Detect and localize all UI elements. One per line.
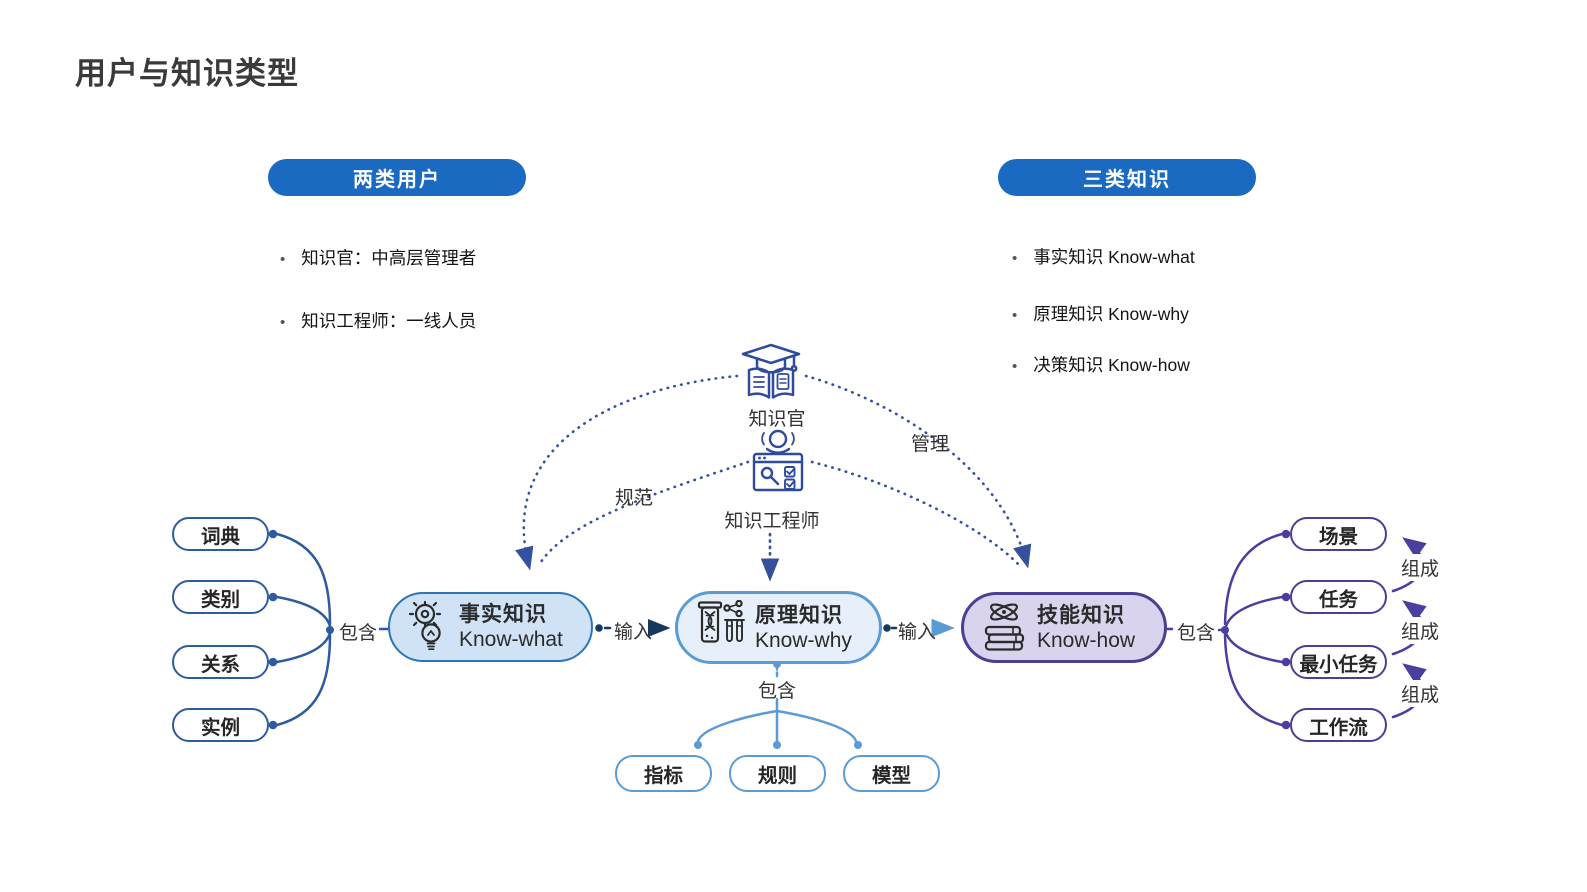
knowledge-bullet-how: 决策知识 Know-how — [1012, 352, 1190, 377]
node-know-what: 事实知识 Know-what — [388, 592, 593, 662]
user-bullet-engineer: 知识工程师：一线人员 — [280, 308, 476, 333]
users-header-label: 两类用户 — [353, 169, 441, 191]
pill-instance: 实例 — [172, 708, 269, 742]
pill-indicator: 指标 — [615, 755, 712, 792]
pill-task: 任务 — [1290, 580, 1387, 614]
page-title: 用户与知识类型 — [75, 56, 299, 91]
know-how-zh: 技能知识 — [1037, 603, 1125, 627]
know-what-zh: 事实知识 — [459, 603, 547, 626]
compose-label-1: 组成 — [1396, 554, 1444, 581]
pill-category: 类别 — [172, 580, 269, 614]
node-know-why: 原理知识 Know-why — [675, 591, 882, 664]
contain-label-left: 包含 — [338, 623, 377, 644]
input-label-1: 输入 — [613, 622, 652, 643]
pill-rule: 规则 — [729, 755, 826, 792]
compose-label-2: 组成 — [1396, 617, 1444, 644]
pill-model: 模型 — [843, 755, 940, 792]
left-contain-fan — [275, 532, 391, 727]
contain-label-bottom: 包含 — [757, 681, 796, 702]
left-fan-dots — [268, 529, 334, 730]
right-fan-dots — [1221, 529, 1291, 730]
knowledge-header-pill: 三类知识 — [998, 159, 1256, 196]
input-connector-1 — [595, 619, 671, 637]
node-know-how: 技能知识 Know-how — [961, 592, 1167, 663]
pill-relation: 关系 — [172, 645, 269, 679]
atom-books-icon — [980, 599, 1028, 656]
pill-scene: 场景 — [1290, 517, 1387, 551]
pill-min-task: 最小任务 — [1290, 645, 1387, 679]
right-contain-fan — [1158, 532, 1284, 727]
user-bullet-officer: 知识官：中高层管理者 — [280, 245, 476, 270]
know-how-en: Know-how — [1037, 628, 1136, 652]
engineer-screen-icon — [748, 428, 808, 501]
know-what-en: Know-what — [459, 628, 563, 651]
standardize-arcs — [515, 374, 750, 571]
manage-arcs — [804, 374, 1032, 569]
input-label-2: 输入 — [897, 622, 936, 643]
manage-label: 管理 — [910, 434, 949, 455]
pill-workflow: 工作流 — [1290, 708, 1387, 742]
knowledge-bullet-why: 原理知识 Know-why — [1012, 301, 1189, 326]
knowledge-header-label: 三类知识 — [1083, 169, 1171, 191]
contain-label-right: 包含 — [1176, 623, 1215, 644]
knowledge-bullet-what: 事实知识 Know-what — [1012, 244, 1194, 269]
users-header-pill: 两类用户 — [268, 159, 526, 196]
compose-label-3: 组成 — [1396, 680, 1444, 707]
gear-lightbulb-icon — [406, 600, 450, 655]
know-why-zh: 原理知识 — [755, 603, 843, 627]
pill-dictionary: 词典 — [172, 517, 269, 551]
dna-vessel-icon — [694, 599, 746, 655]
input-connector-2 — [883, 618, 955, 638]
officer-label: 知识官 — [748, 409, 806, 430]
graduation-cap-book-icon — [736, 340, 806, 409]
know-why-en: Know-why — [755, 628, 852, 652]
engineer-label: 知识工程师 — [724, 511, 820, 532]
standardize-label: 规范 — [614, 488, 653, 509]
